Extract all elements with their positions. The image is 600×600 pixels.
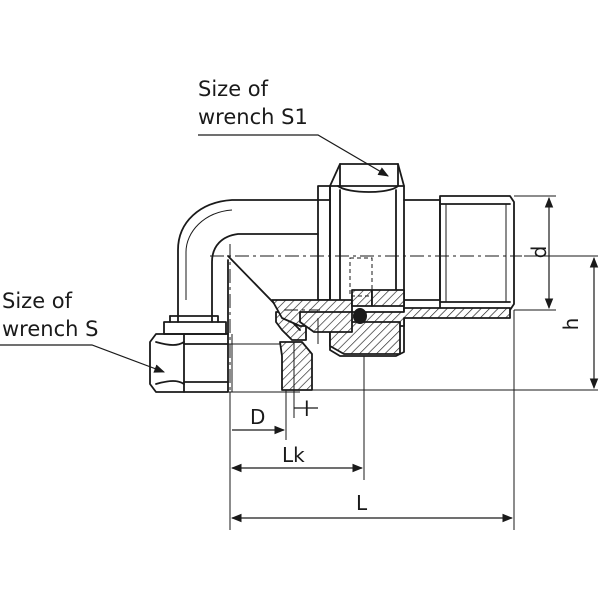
sectioned-parts (271, 257, 511, 355)
dimension-lines (230, 196, 599, 523)
label-leaders (0, 134, 389, 373)
label-wrench-s-line1: Size of (2, 289, 73, 313)
label-wrench-s1-line1: Size of (198, 77, 269, 101)
dim-label-l: l (304, 397, 310, 421)
extension-lines (229, 195, 598, 530)
label-wrench-s-line2: wrench S (2, 317, 98, 341)
dim-label-d: d (527, 246, 551, 259)
hex-nut-s (149, 333, 300, 393)
dim-label-Lk: Lk (282, 443, 305, 467)
dim-label-D: D (250, 405, 265, 429)
dim-label-L: L (356, 491, 368, 515)
label-wrench-s1-line2: wrench S1 (198, 105, 308, 129)
dim-label-h: h (559, 318, 583, 331)
center-lines (210, 244, 522, 412)
male-thread-spigot (403, 195, 515, 311)
elbow-body (163, 199, 319, 335)
